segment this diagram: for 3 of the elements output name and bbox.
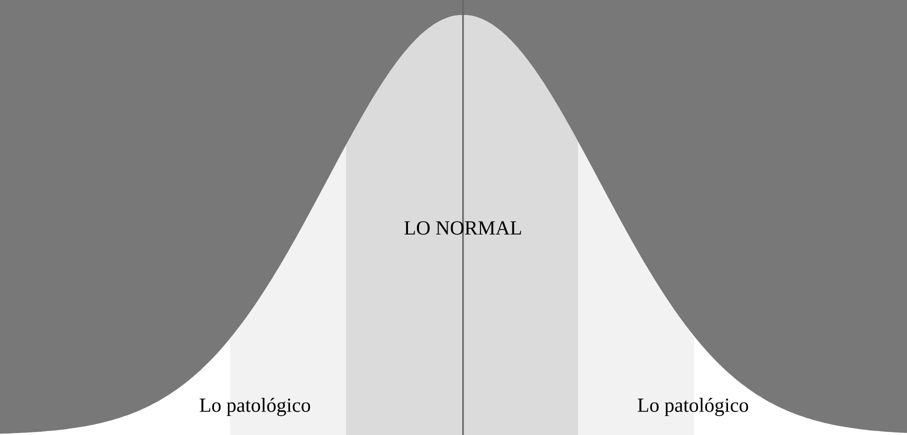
region-label: LO NORMAL: [404, 221, 521, 235]
region-label: Lo patológico: [638, 398, 748, 416]
region-label: Lo patológico: [200, 398, 310, 416]
